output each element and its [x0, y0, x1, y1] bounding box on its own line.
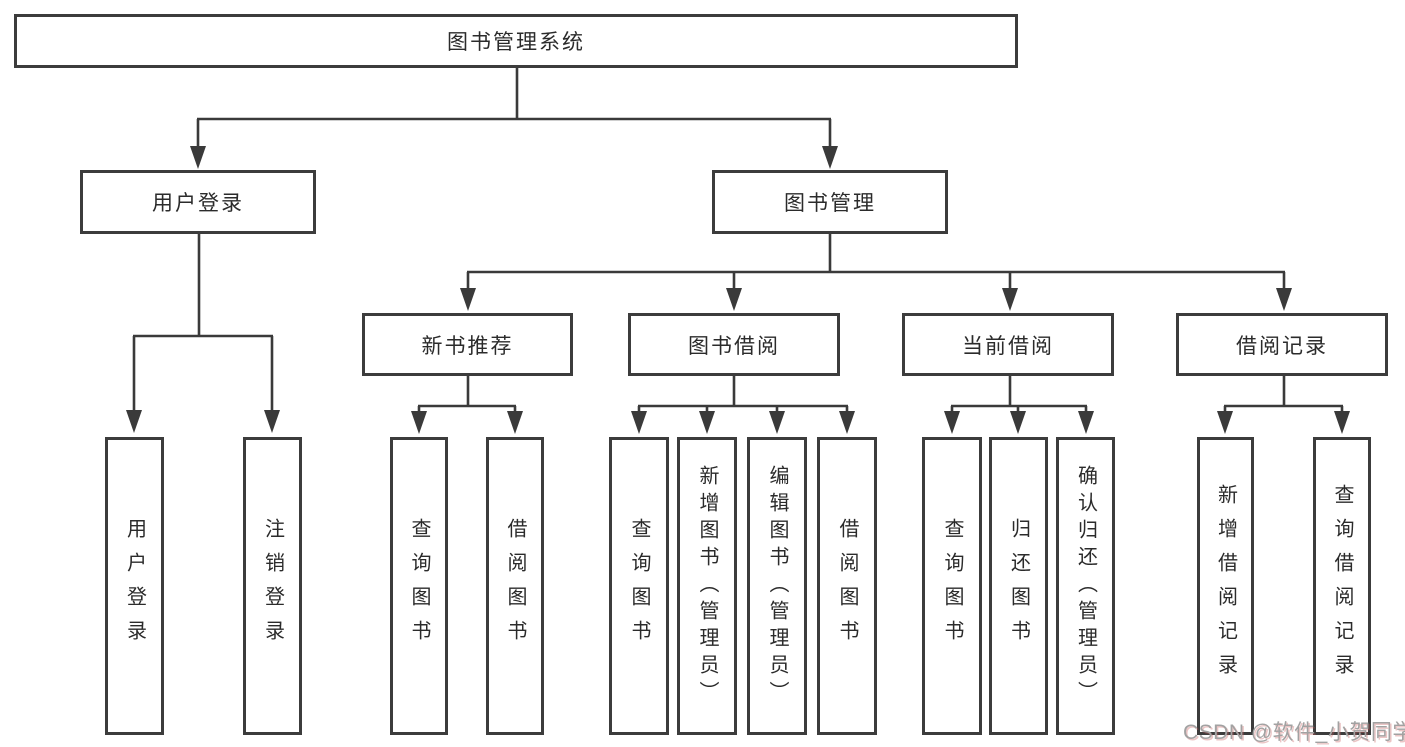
leaf-return-books-label: 归还图书	[1007, 518, 1030, 654]
leaf-return-books: 归还图书	[989, 437, 1048, 735]
leaf-query-books-recommend-label: 查询图书	[408, 518, 430, 654]
leaf-edit-book-admin-label: 编辑图书（管理员）	[766, 464, 788, 708]
leaf-add-book-admin-label: 新增图书（管理员）	[696, 464, 718, 708]
leaf-logout-label: 注销登录	[261, 518, 284, 654]
node-new-book-recommendation-label: 新书推荐	[421, 334, 514, 358]
node-book-management-label: 图书管理	[784, 192, 876, 215]
leaf-add-borrow-record: 新增借阅记录	[1197, 437, 1254, 735]
leaf-confirm-return-admin-label: 确认归还（管理员）	[1074, 464, 1097, 708]
leaf-query-books-current: 查询图书	[922, 437, 982, 735]
leaf-query-borrow-record-label: 查询借阅记录	[1331, 484, 1353, 688]
node-book-management: 图书管理	[712, 170, 948, 234]
node-borrowing-records-label: 借阅记录	[1236, 334, 1328, 358]
node-new-book-recommendation: 新书推荐	[362, 313, 573, 376]
leaf-query-borrow-record: 查询借阅记录	[1313, 437, 1371, 735]
csdn-watermark: CSDN @软件_小贺同学	[1183, 721, 1405, 744]
leaf-edit-book-admin: 编辑图书（管理员）	[747, 437, 807, 735]
node-book-borrowing: 图书借阅	[628, 313, 840, 376]
leaf-borrow-books: 借阅图书	[817, 437, 877, 735]
node-root-system-label: 图书管理系统	[447, 31, 585, 54]
leaf-query-books-borrowing: 查询图书	[609, 437, 669, 735]
leaf-confirm-return-admin: 确认归还（管理员）	[1056, 437, 1115, 735]
leaf-user-login-label: 用户登录	[123, 518, 146, 654]
node-book-borrowing-label: 图书借阅	[688, 334, 780, 358]
node-root-system: 图书管理系统	[14, 14, 1018, 68]
leaf-add-book-admin: 新增图书（管理员）	[677, 437, 737, 735]
node-user-login: 用户登录	[80, 170, 316, 234]
leaf-query-books-recommend: 查询图书	[390, 437, 448, 735]
leaf-add-borrow-record-label: 新增借阅记录	[1214, 484, 1237, 688]
leaf-query-books-borrowing-label: 查询图书	[628, 518, 650, 654]
leaf-user-login: 用户登录	[105, 437, 164, 735]
node-user-login-label: 用户登录	[152, 192, 244, 215]
node-current-borrowing-label: 当前借阅	[962, 334, 1054, 358]
node-borrowing-records: 借阅记录	[1176, 313, 1388, 376]
leaf-query-books-current-label: 查询图书	[941, 518, 963, 654]
leaf-borrow-books-label: 借阅图书	[836, 518, 858, 654]
leaf-logout: 注销登录	[243, 437, 302, 735]
leaf-borrow-books-recommend: 借阅图书	[486, 437, 544, 735]
node-current-borrowing: 当前借阅	[902, 313, 1114, 376]
leaf-borrow-books-recommend-label: 借阅图书	[504, 518, 526, 654]
